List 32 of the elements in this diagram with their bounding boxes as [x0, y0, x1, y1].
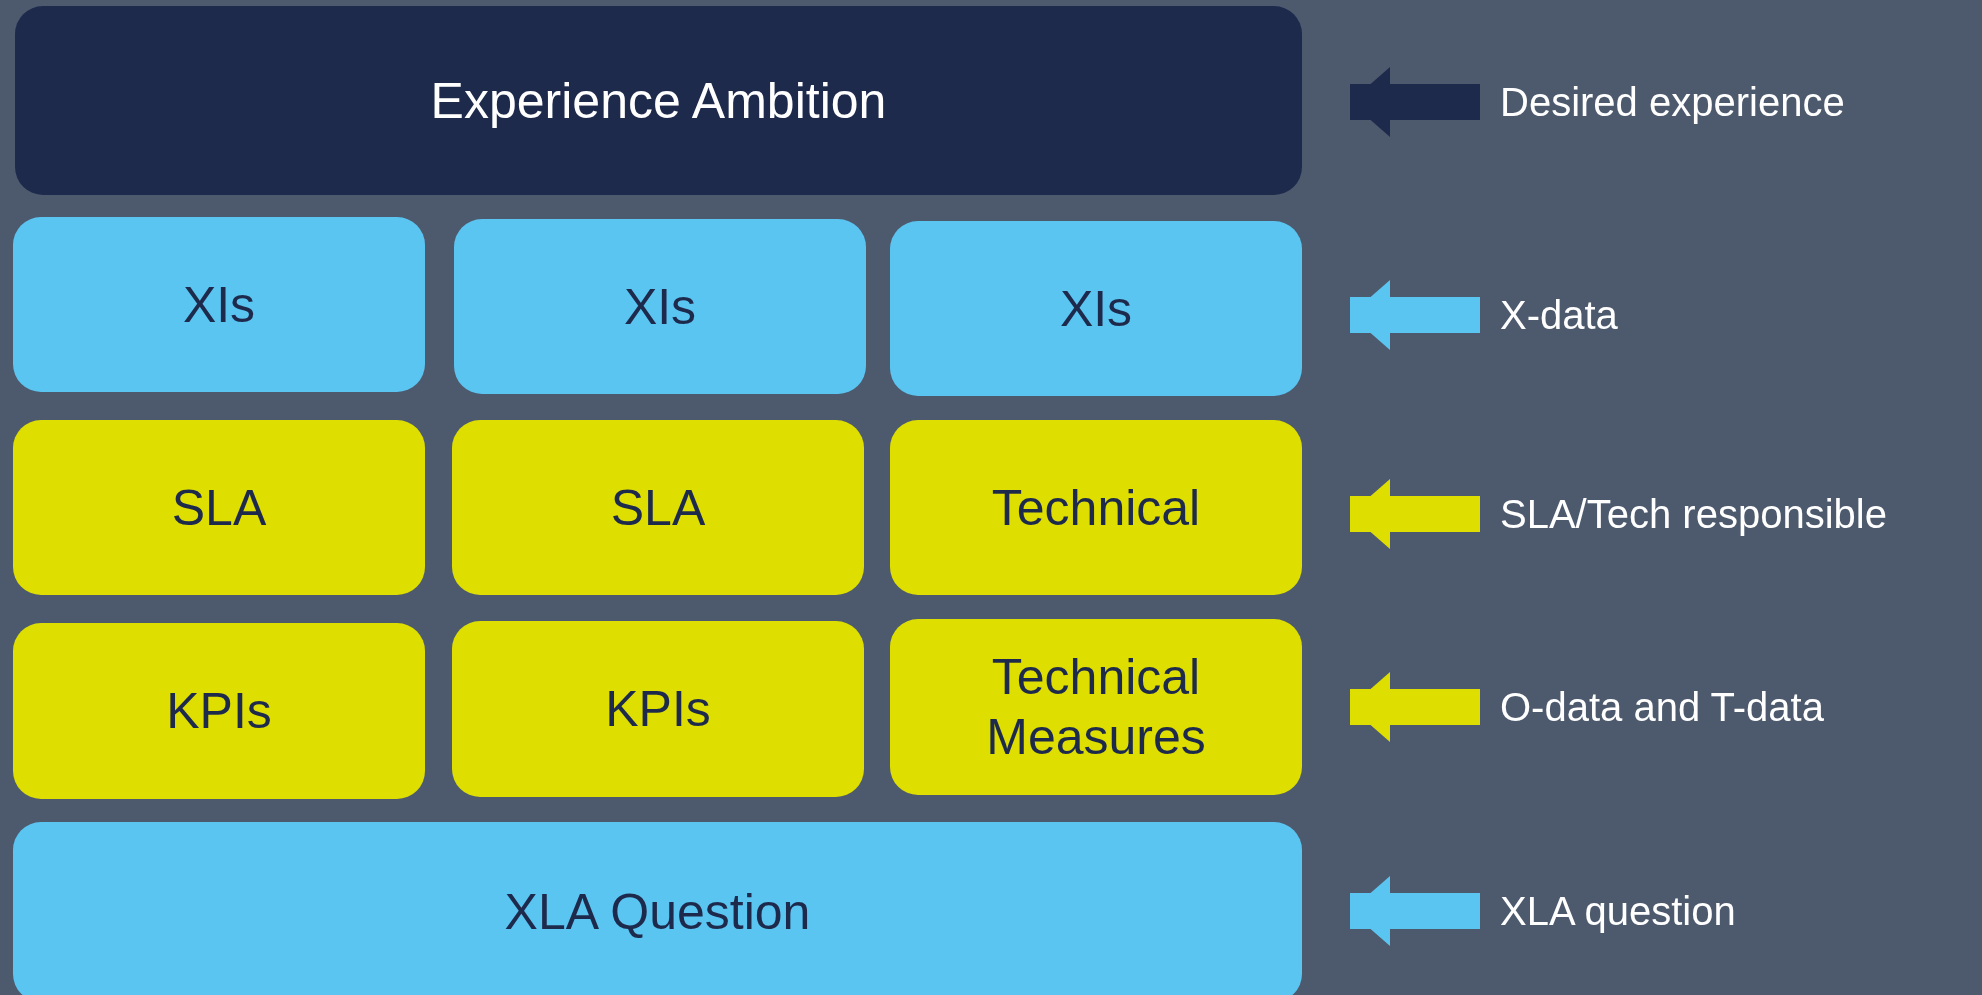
category-box	[890, 420, 1302, 595]
box-label: XIs	[1059, 279, 1133, 339]
box-label: SLA	[171, 478, 267, 538]
block-arrow	[1350, 67, 1480, 137]
category-box	[890, 619, 1302, 795]
box-label: XLA Question	[504, 883, 811, 942]
box-label: Technical Measures	[985, 648, 1207, 767]
level-description: XLA question	[1500, 888, 1736, 934]
box-label: Experience Ambition	[430, 71, 887, 131]
category-box	[452, 621, 864, 797]
category-box	[452, 420, 864, 595]
header-band	[15, 6, 1302, 195]
box-label: KPIs	[605, 680, 711, 739]
base-band	[13, 822, 1302, 995]
level-description: SLA/Tech responsible	[1500, 491, 1887, 537]
box-label: SLA	[610, 478, 706, 538]
level-description: O-data and T-data	[1500, 684, 1824, 730]
block-arrow	[1350, 876, 1480, 946]
category-box	[454, 219, 866, 394]
category-box	[890, 221, 1302, 396]
category-box	[13, 623, 425, 799]
block-arrow	[1350, 672, 1480, 742]
box-label: XIs	[623, 277, 697, 337]
category-box	[13, 217, 425, 392]
box-label: KPIs	[166, 682, 272, 741]
level-description: X-data	[1500, 292, 1618, 338]
block-arrow	[1350, 280, 1480, 350]
box-label: XIs	[182, 275, 256, 335]
block-arrow	[1350, 479, 1480, 549]
level-description: Desired experience	[1500, 79, 1845, 125]
box-label: Technical	[991, 478, 1201, 538]
category-box	[13, 420, 425, 595]
